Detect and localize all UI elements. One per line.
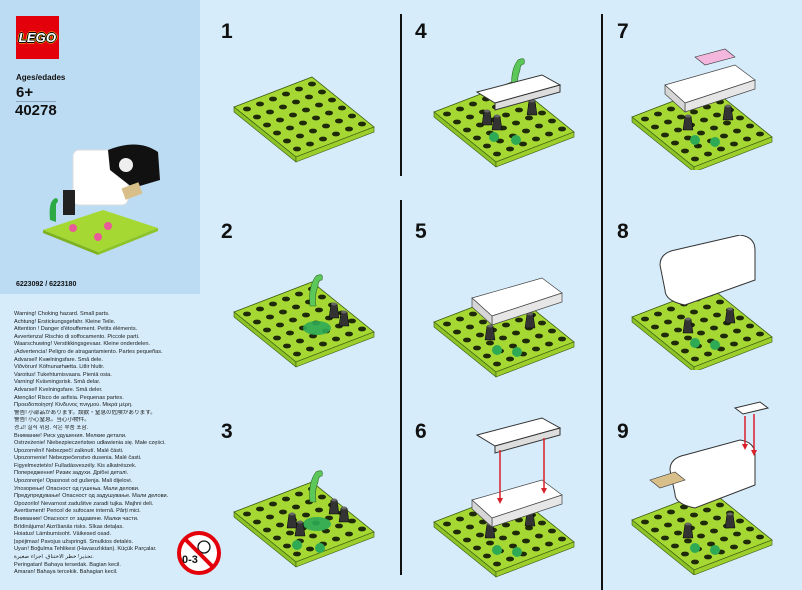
step-4-illustration bbox=[433, 58, 575, 168]
svg-text:0-3: 0-3 bbox=[182, 554, 198, 566]
step-number-6: 6 bbox=[415, 420, 427, 443]
divider bbox=[16, 101, 56, 102]
step-number-5: 5 bbox=[415, 220, 427, 243]
step-number-1: 1 bbox=[221, 20, 233, 43]
not-for-under-3-icon: 0-3 bbox=[177, 531, 221, 575]
column-divider bbox=[601, 14, 603, 590]
step-9-illustration bbox=[631, 401, 773, 575]
column-divider bbox=[400, 14, 402, 176]
step-number-8: 8 bbox=[617, 220, 629, 243]
step-number-9: 9 bbox=[617, 420, 629, 443]
step-number-3: 3 bbox=[221, 420, 233, 443]
step-8-illustration bbox=[631, 235, 773, 370]
step-number-2: 2 bbox=[221, 220, 233, 243]
step-number-4: 4 bbox=[415, 20, 427, 43]
step-6-illustration bbox=[433, 417, 575, 578]
step-number-7: 7 bbox=[617, 20, 629, 43]
finished-sheep-model-image bbox=[43, 144, 160, 255]
step-5-illustration bbox=[433, 277, 575, 378]
step-3-illustration bbox=[233, 470, 375, 568]
set-number: 40278 bbox=[15, 102, 57, 119]
ages-label: Ages/edades bbox=[16, 73, 66, 82]
step-7-illustration bbox=[631, 48, 773, 170]
lego-logo: LEGO bbox=[16, 16, 59, 59]
age-rating: 6+ bbox=[16, 84, 34, 101]
element-codes: 6223092 / 6223180 bbox=[16, 281, 77, 288]
column-divider bbox=[400, 200, 402, 575]
choking-hazard-warnings: Warning! Choking hazard. Small parts. Ac… bbox=[14, 311, 169, 576]
step-1-illustration bbox=[233, 76, 375, 163]
step-2-illustration bbox=[233, 274, 375, 368]
